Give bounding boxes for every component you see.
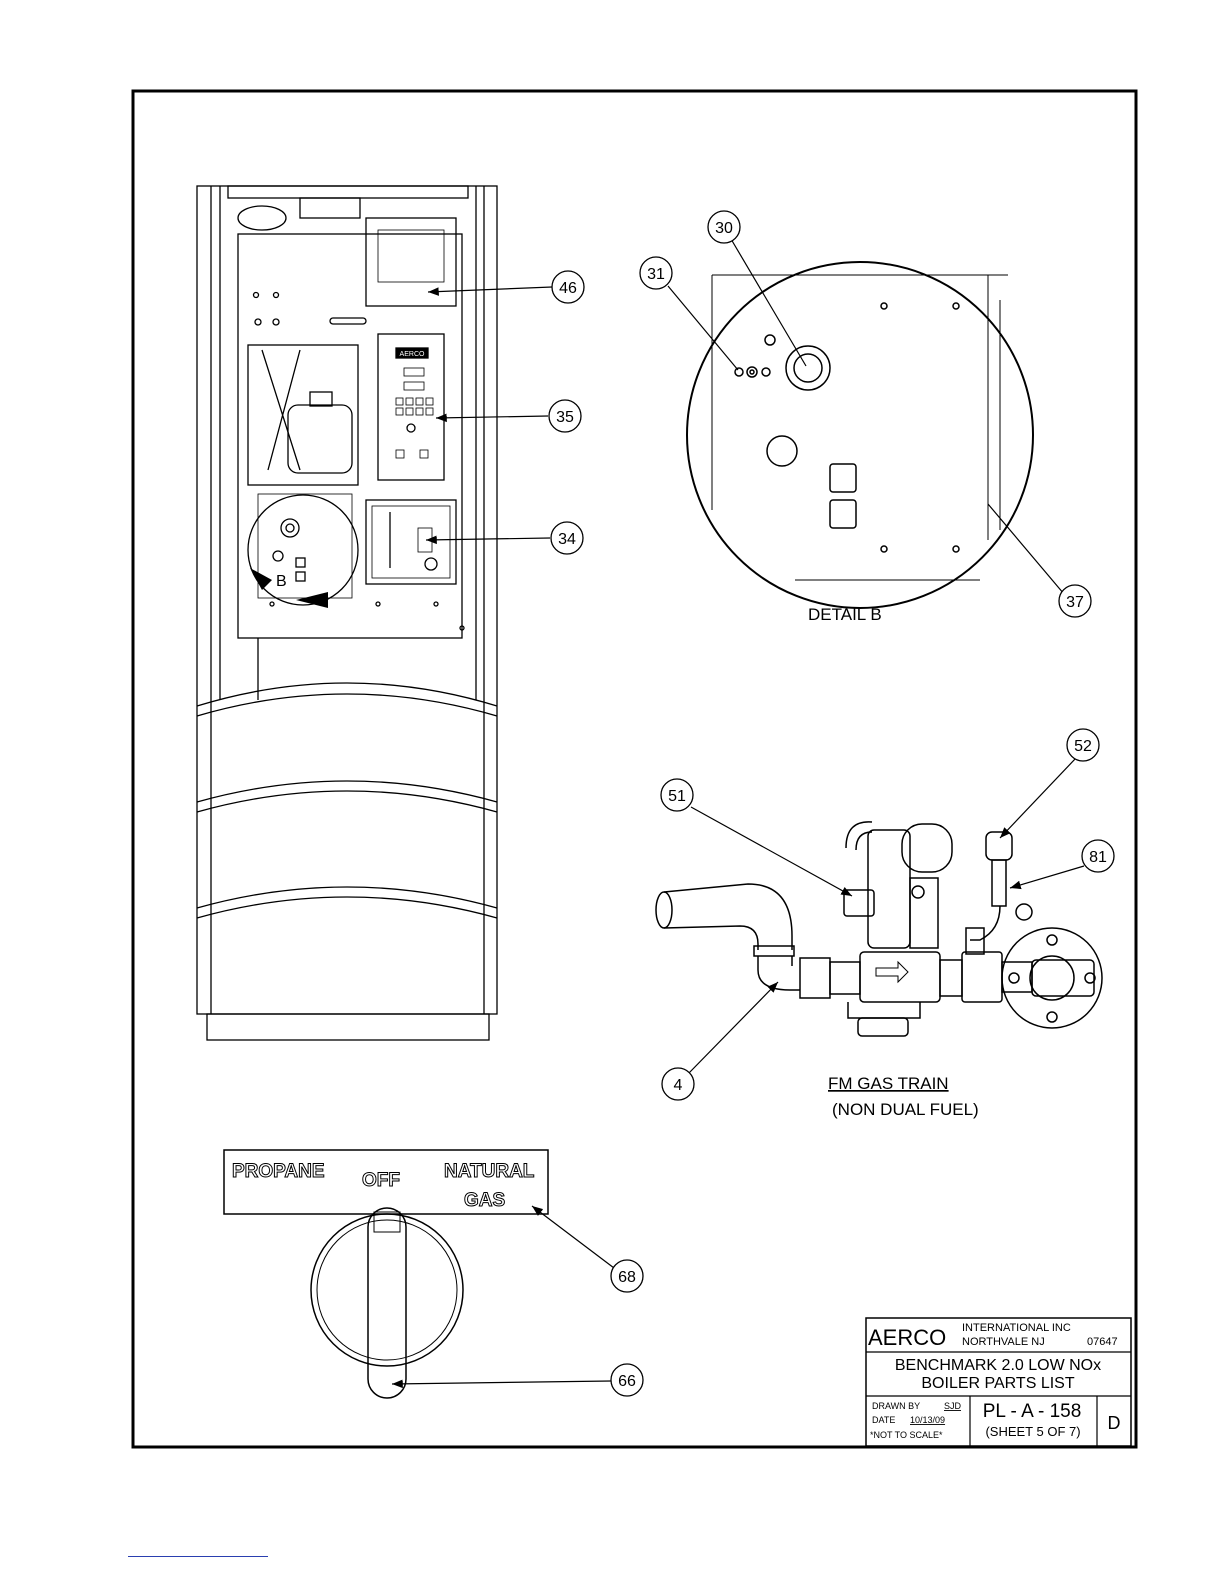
title-block-company-line2: NORTHVALE NJ <box>962 1336 1045 1348</box>
drawing-border <box>133 91 1136 1447</box>
svg-text:46: 46 <box>559 280 577 297</box>
title-block-company: AERCO <box>868 1325 946 1350</box>
selector-natural-label: NATURAL <box>444 1161 535 1182</box>
callout-68: 68 <box>611 1260 643 1292</box>
title-block-drawing-number: PL - A - 158 <box>983 1401 1082 1422</box>
selector-handle <box>368 1208 406 1398</box>
callout-31: 31 <box>640 257 672 289</box>
title-block-company-line1: INTERNATIONAL INC <box>962 1322 1071 1334</box>
svg-text:68: 68 <box>618 1269 636 1286</box>
svg-text:81: 81 <box>1089 849 1107 866</box>
detail-marker-b: B <box>276 573 287 590</box>
title-block-title-line2: BOILER PARTS LIST <box>921 1375 1074 1392</box>
callout-35: 35 <box>549 400 581 432</box>
svg-text:31: 31 <box>647 266 665 283</box>
title-block-date-label: DATE <box>872 1415 895 1425</box>
callout-37: 37 <box>1059 585 1091 617</box>
footer-rule <box>128 1556 268 1557</box>
detail-b-boundary <box>248 495 358 605</box>
title-block-zip: 07647 <box>1087 1336 1118 1348</box>
svg-text:52: 52 <box>1074 738 1092 755</box>
title-block-drawn-by-label: DRAWN BY <box>872 1401 920 1411</box>
svg-text:4: 4 <box>674 1077 683 1094</box>
title-block-date: 10/13/09 <box>910 1415 945 1425</box>
gas-train-view <box>656 822 1102 1036</box>
callout-46: 46 <box>552 271 584 303</box>
callout-51: 51 <box>661 779 693 811</box>
detail-b-view <box>687 262 1033 608</box>
detail-b-caption: DETAIL B <box>808 605 882 624</box>
title-block-drawn-by: SJD <box>944 1401 962 1411</box>
gas-train-subcaption: (NON DUAL FUEL) <box>832 1100 979 1119</box>
svg-text:51: 51 <box>668 788 686 805</box>
callout-81: 81 <box>1082 840 1114 872</box>
callout-34: 34 <box>551 522 583 554</box>
controller-brand-label: AERCO <box>400 351 425 358</box>
title-block-sheet: (SHEET 5 OF 7) <box>985 1424 1080 1439</box>
title-block-title-line1: BENCHMARK 2.0 LOW NOx <box>895 1357 1101 1374</box>
callout-30: 30 <box>708 211 740 243</box>
svg-text:66: 66 <box>618 1373 636 1390</box>
selector-propane-label: PROPANE <box>232 1161 325 1182</box>
svg-text:35: 35 <box>556 409 574 426</box>
selector-gas-label: GAS <box>464 1190 505 1211</box>
callout-66: 66 <box>611 1364 643 1396</box>
gas-train-caption: FM GAS TRAIN <box>828 1074 949 1093</box>
callout-52: 52 <box>1067 729 1099 761</box>
svg-text:30: 30 <box>715 220 733 237</box>
title-block-revision: D <box>1108 1413 1121 1433</box>
svg-text:34: 34 <box>558 531 576 548</box>
callout-4: 4 <box>662 1068 694 1100</box>
boiler-front-view: AERCO <box>197 186 497 1040</box>
selector-off-label: OFF <box>362 1170 400 1191</box>
title-block-scale-note: *NOT TO SCALE* <box>870 1430 943 1440</box>
svg-text:37: 37 <box>1066 594 1084 611</box>
